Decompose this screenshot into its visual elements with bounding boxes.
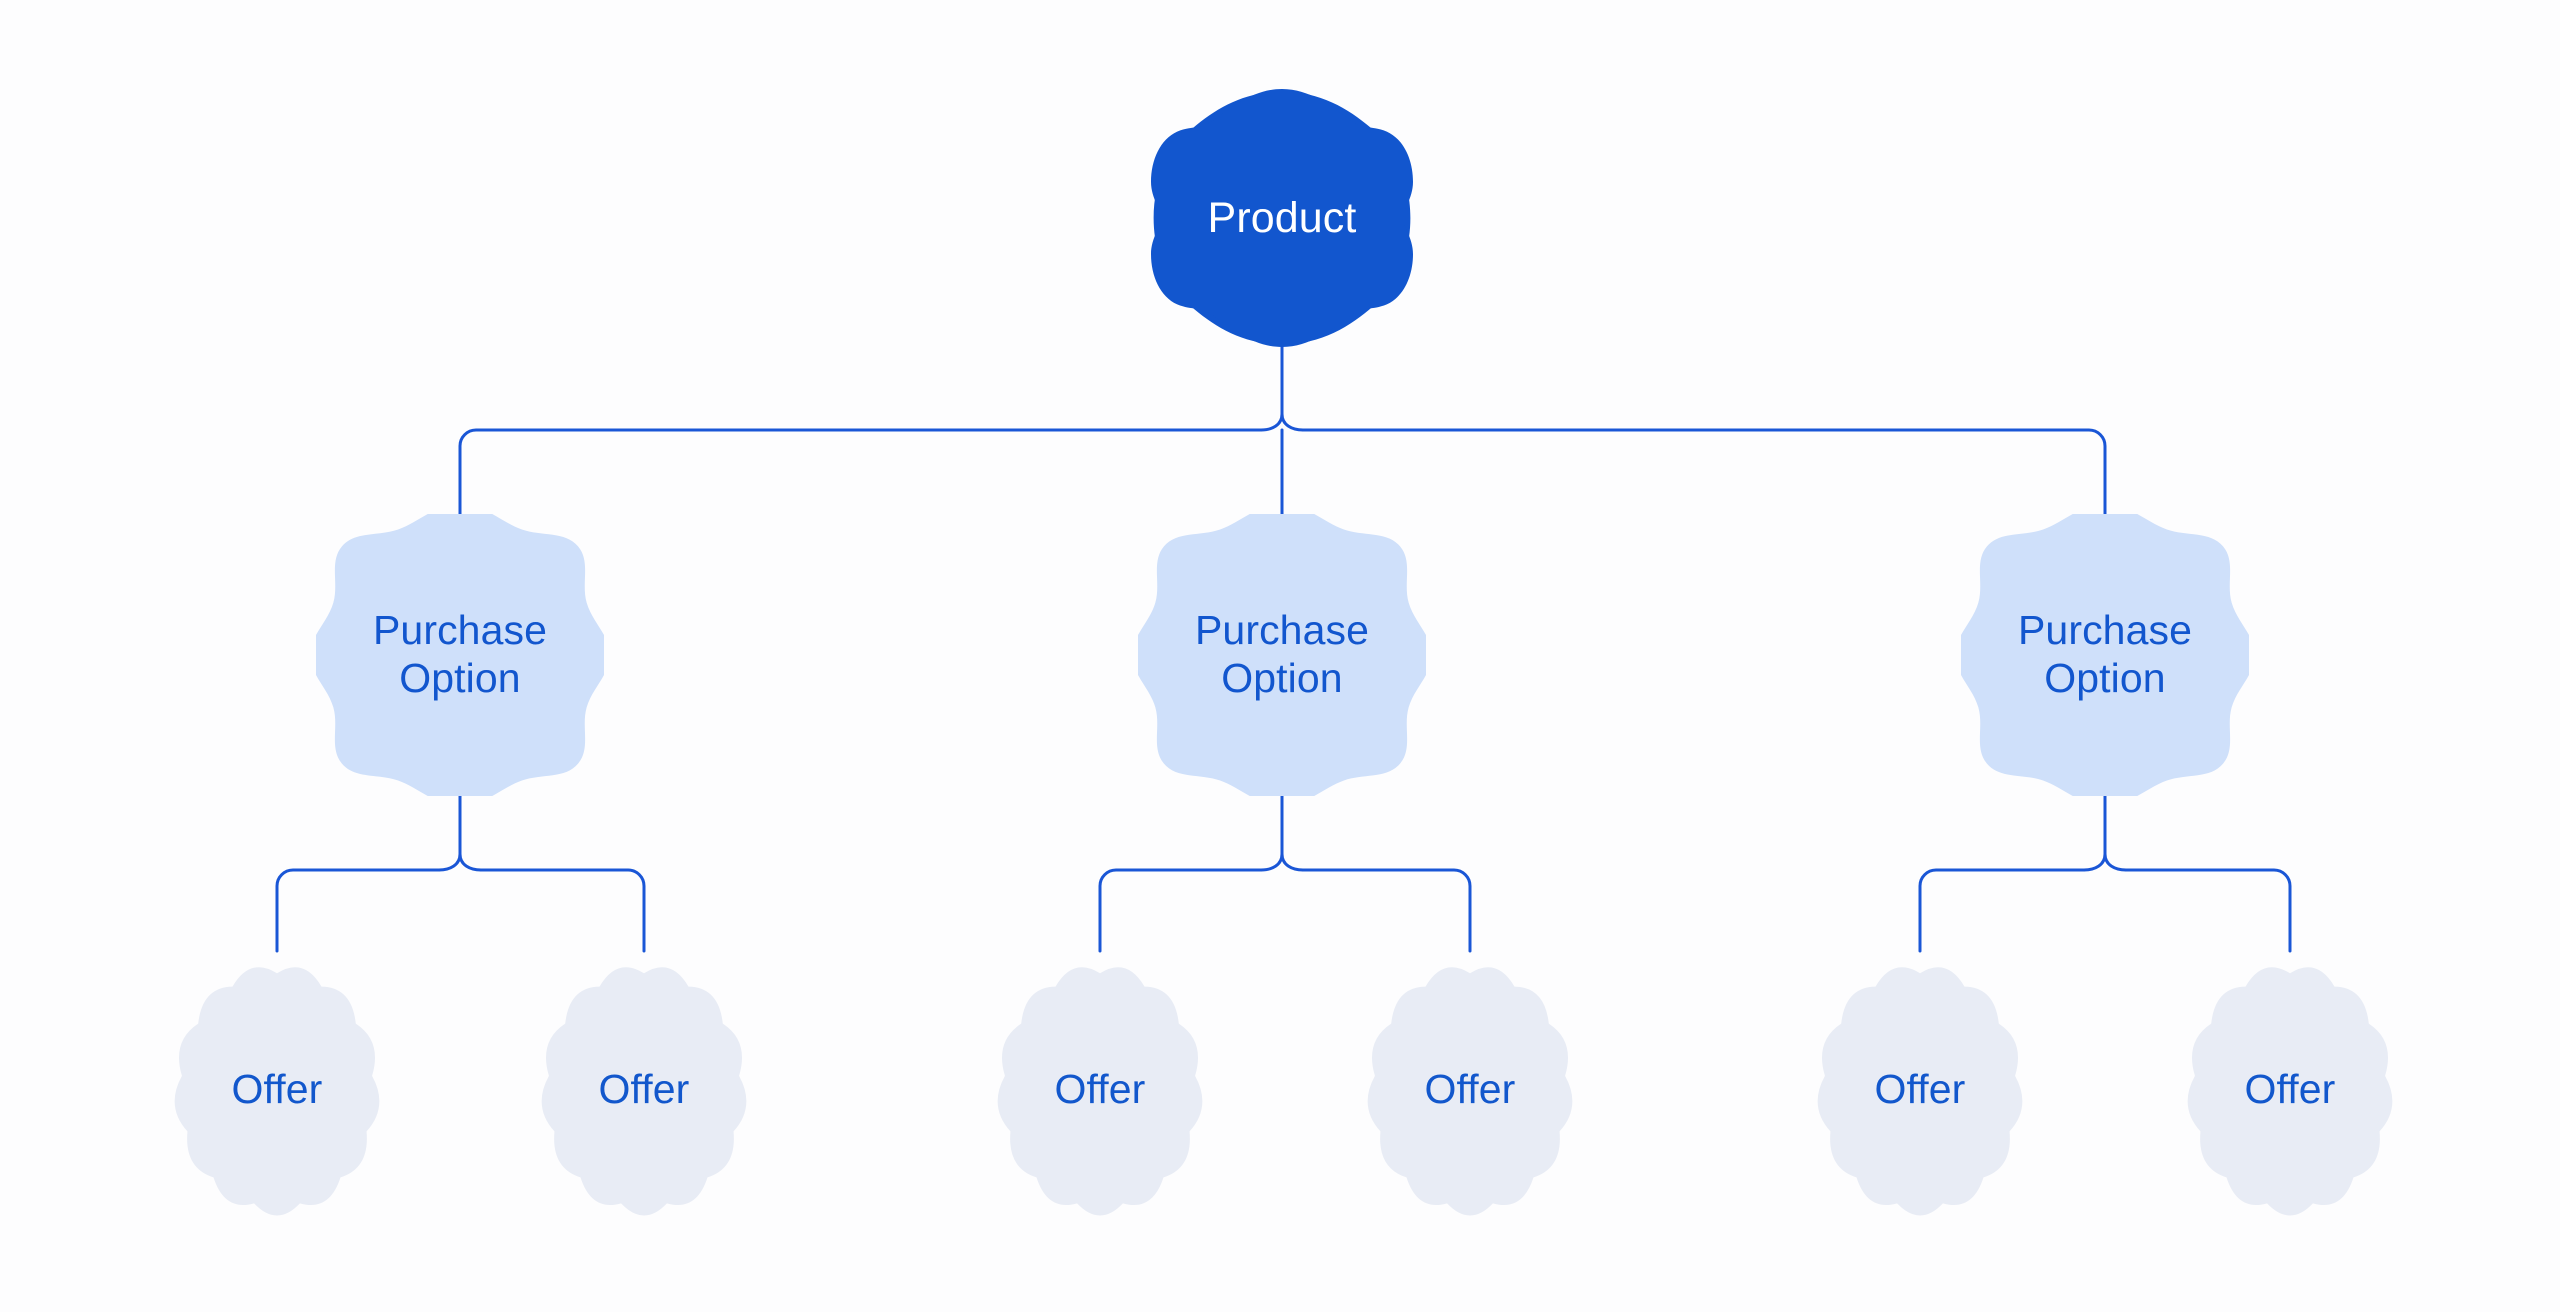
blob-8-lobe-shape <box>1961 514 2249 796</box>
node-offer-label-4: Offer <box>1424 1066 1516 1113</box>
node-offer-5[interactable]: Offer <box>1806 951 2034 1229</box>
connector-po1-junction-left <box>1259 852 1284 872</box>
node-offer-6[interactable]: Offer <box>2176 951 2404 1229</box>
connector-root-junction-left <box>1259 412 1284 432</box>
blob-8-lobe-shape <box>1138 514 1426 796</box>
connector-po2-junction-left <box>2082 852 2107 872</box>
connector-po0-bus-left <box>275 868 441 953</box>
node-offer-2[interactable]: Offer <box>530 951 758 1229</box>
node-product[interactable]: Product <box>1151 89 1413 347</box>
connector-po0-junction-left <box>437 852 462 872</box>
node-offer-3[interactable]: Offer <box>986 951 1214 1229</box>
connector-bus-top-right <box>1301 428 2107 516</box>
connector-po2-junction-right <box>2103 852 2128 872</box>
connector-po0-junction-right <box>458 852 483 872</box>
connector-po1-junction-right <box>1280 852 1305 872</box>
scalloped-circle-shape <box>174 967 380 1216</box>
connector-po2-bus-right <box>2124 868 2292 953</box>
node-offer-label-6: Offer <box>2244 1066 2336 1113</box>
connector-po1-bus-left <box>1098 868 1263 953</box>
blob-8-lobe-shape <box>316 514 604 796</box>
node-offer-label-1: Offer <box>231 1066 323 1113</box>
connector-bus-top <box>458 428 1263 516</box>
connector-po1-bus-right <box>1301 868 1472 953</box>
connector-root-junction <box>1280 412 1305 432</box>
scalloped-circle-shape <box>1367 967 1573 1216</box>
scalloped-circle-shape <box>541 967 747 1216</box>
node-offer-label-5: Offer <box>1874 1066 1966 1113</box>
connector-po2-bus-left <box>1918 868 2086 953</box>
connector-po0-bus-right <box>479 868 646 953</box>
blob-4-lobe-shape <box>1151 89 1413 347</box>
scalloped-circle-shape <box>997 967 1203 1216</box>
node-offer-label-3: Offer <box>1054 1066 1146 1113</box>
node-offer-1[interactable]: Offer <box>163 951 391 1229</box>
scalloped-circle-shape <box>1817 967 2023 1216</box>
node-offer-4[interactable]: Offer <box>1356 951 1584 1229</box>
node-product-label: Product <box>1207 193 1357 242</box>
scalloped-circle-shape <box>2187 967 2393 1216</box>
node-offer-label-2: Offer <box>598 1066 690 1113</box>
